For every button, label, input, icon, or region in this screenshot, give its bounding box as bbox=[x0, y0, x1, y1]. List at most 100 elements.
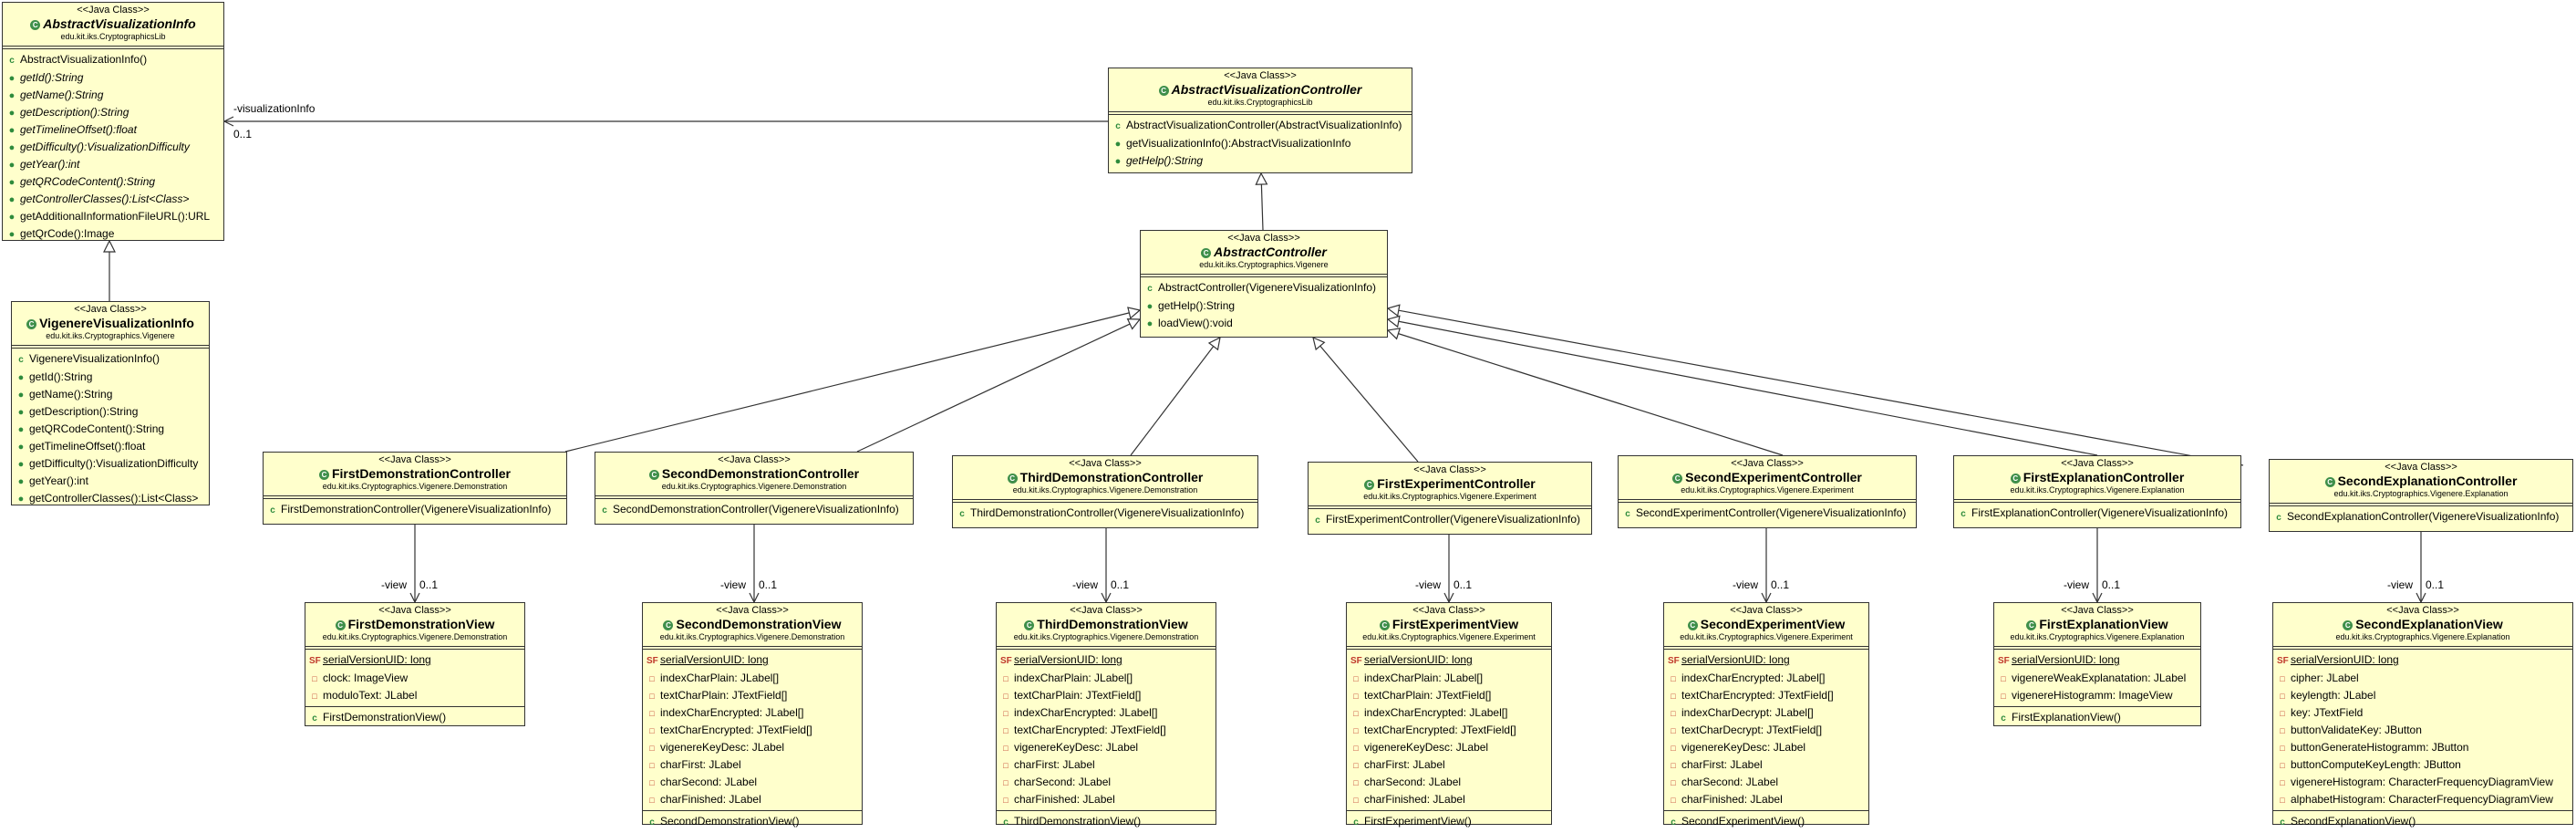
field-item: □charSecond: JLabel bbox=[1668, 774, 1865, 791]
generalization-line bbox=[564, 312, 1130, 453]
role-label: -view bbox=[381, 578, 408, 591]
package-name: edu.kit.iks.CryptographicsLib bbox=[60, 32, 166, 41]
member-text: vigenereKeyDesc: JLabel bbox=[1364, 741, 1489, 754]
member-text: keylength: JLabel bbox=[2291, 689, 2376, 702]
package-name: edu.kit.iks.Cryptographics.Vigenere.Expe… bbox=[1362, 632, 1536, 641]
method-item: ●getControllerClasses():List<Class> bbox=[6, 191, 220, 208]
class-icon: C bbox=[2343, 620, 2354, 630]
member-text: getDescription():String bbox=[20, 106, 129, 119]
generalization-line bbox=[1398, 333, 1784, 456]
stereotype-label: <<Java Class>> bbox=[1730, 605, 1803, 616]
field-item: □textCharEncrypted: JTextField[] bbox=[1350, 722, 1547, 739]
private-field-icon: □ bbox=[649, 674, 655, 683]
field-item: □key: JTextField bbox=[2277, 704, 2569, 722]
class-icon: C bbox=[1687, 620, 1698, 630]
generalization-line bbox=[1130, 346, 1215, 456]
member-text: indexCharEncrypted: JLabel[] bbox=[1014, 706, 1158, 719]
class-name-text: AbstractController bbox=[1214, 245, 1327, 259]
member-text: vigenereWeakExplanatation: JLabel bbox=[2012, 672, 2187, 684]
class-icon: C bbox=[2324, 477, 2335, 487]
stereotype-label: <<Java Class>> bbox=[74, 304, 147, 315]
stereotype-label: <<Java Class>> bbox=[716, 605, 789, 616]
package-name: edu.kit.iks.Cryptographics.Vigenere.Expe… bbox=[1680, 632, 1853, 641]
member-text: ThirdDemonstrationController(VigenereVis… bbox=[970, 506, 1245, 519]
private-field-icon: □ bbox=[1671, 674, 1676, 683]
member-text: getName():String bbox=[29, 388, 113, 401]
private-field-icon: □ bbox=[649, 796, 655, 805]
private-field-icon: □ bbox=[1671, 761, 1676, 770]
constructor-icon: c bbox=[1960, 509, 1966, 519]
private-field-icon: □ bbox=[1353, 796, 1359, 805]
constructor-icon: c bbox=[1003, 817, 1009, 828]
class-icon: C bbox=[2010, 474, 2021, 484]
stereotype-label: <<Java Class>> bbox=[2061, 458, 2134, 469]
member-text: serialVersionUID: long bbox=[2291, 653, 2399, 666]
constructor-icon: c bbox=[2280, 817, 2285, 828]
private-field-icon: □ bbox=[312, 674, 317, 683]
member-text: getQrCode():Image bbox=[20, 227, 115, 240]
private-field-icon: □ bbox=[312, 692, 317, 701]
generalization-line bbox=[1260, 183, 1264, 231]
static-final-field-icon: SF bbox=[1998, 656, 2010, 666]
private-field-icon: □ bbox=[1003, 761, 1009, 770]
public-method-icon: ● bbox=[8, 73, 16, 84]
method-item: ●getId():String bbox=[16, 369, 205, 386]
stereotype-label: <<Java Class>> bbox=[1227, 233, 1300, 244]
public-method-icon: ● bbox=[17, 442, 25, 453]
package-name: edu.kit.iks.Cryptographics.Vigenere.Demo… bbox=[322, 482, 508, 491]
class-name-text: FirstExplanationView bbox=[2039, 617, 2168, 631]
compartment-divider bbox=[264, 495, 566, 499]
member-text: indexCharDecrypt: JLabel[] bbox=[1681, 706, 1814, 719]
field-item: □textCharPlain: JTextField[] bbox=[1350, 687, 1547, 704]
private-field-icon: □ bbox=[2280, 796, 2285, 805]
private-field-icon: □ bbox=[1671, 744, 1676, 753]
method-item: ●getDescription():String bbox=[6, 104, 220, 121]
member-text: getYear():int bbox=[20, 158, 80, 171]
public-method-icon: ● bbox=[8, 160, 16, 171]
stereotype-label: <<Java Class>> bbox=[1412, 605, 1485, 616]
field-item: □textCharEncrypted: JTextField[] bbox=[1668, 687, 1865, 704]
method-item: ●getDifficulty():VisualizationDifficulty bbox=[16, 455, 205, 473]
member-text: SecondExplanationController(VigenereVisu… bbox=[2287, 510, 2560, 523]
generalization-arrowhead-icon bbox=[1127, 307, 1142, 319]
field-item: □vigenereKeyDesc: JLabel bbox=[1000, 739, 1212, 756]
private-field-icon: □ bbox=[1003, 674, 1009, 683]
class-name-text: FirstExperimentView bbox=[1391, 617, 1519, 631]
generalization-arrowhead-icon bbox=[1255, 172, 1268, 185]
constructor-icon: c bbox=[602, 505, 607, 515]
